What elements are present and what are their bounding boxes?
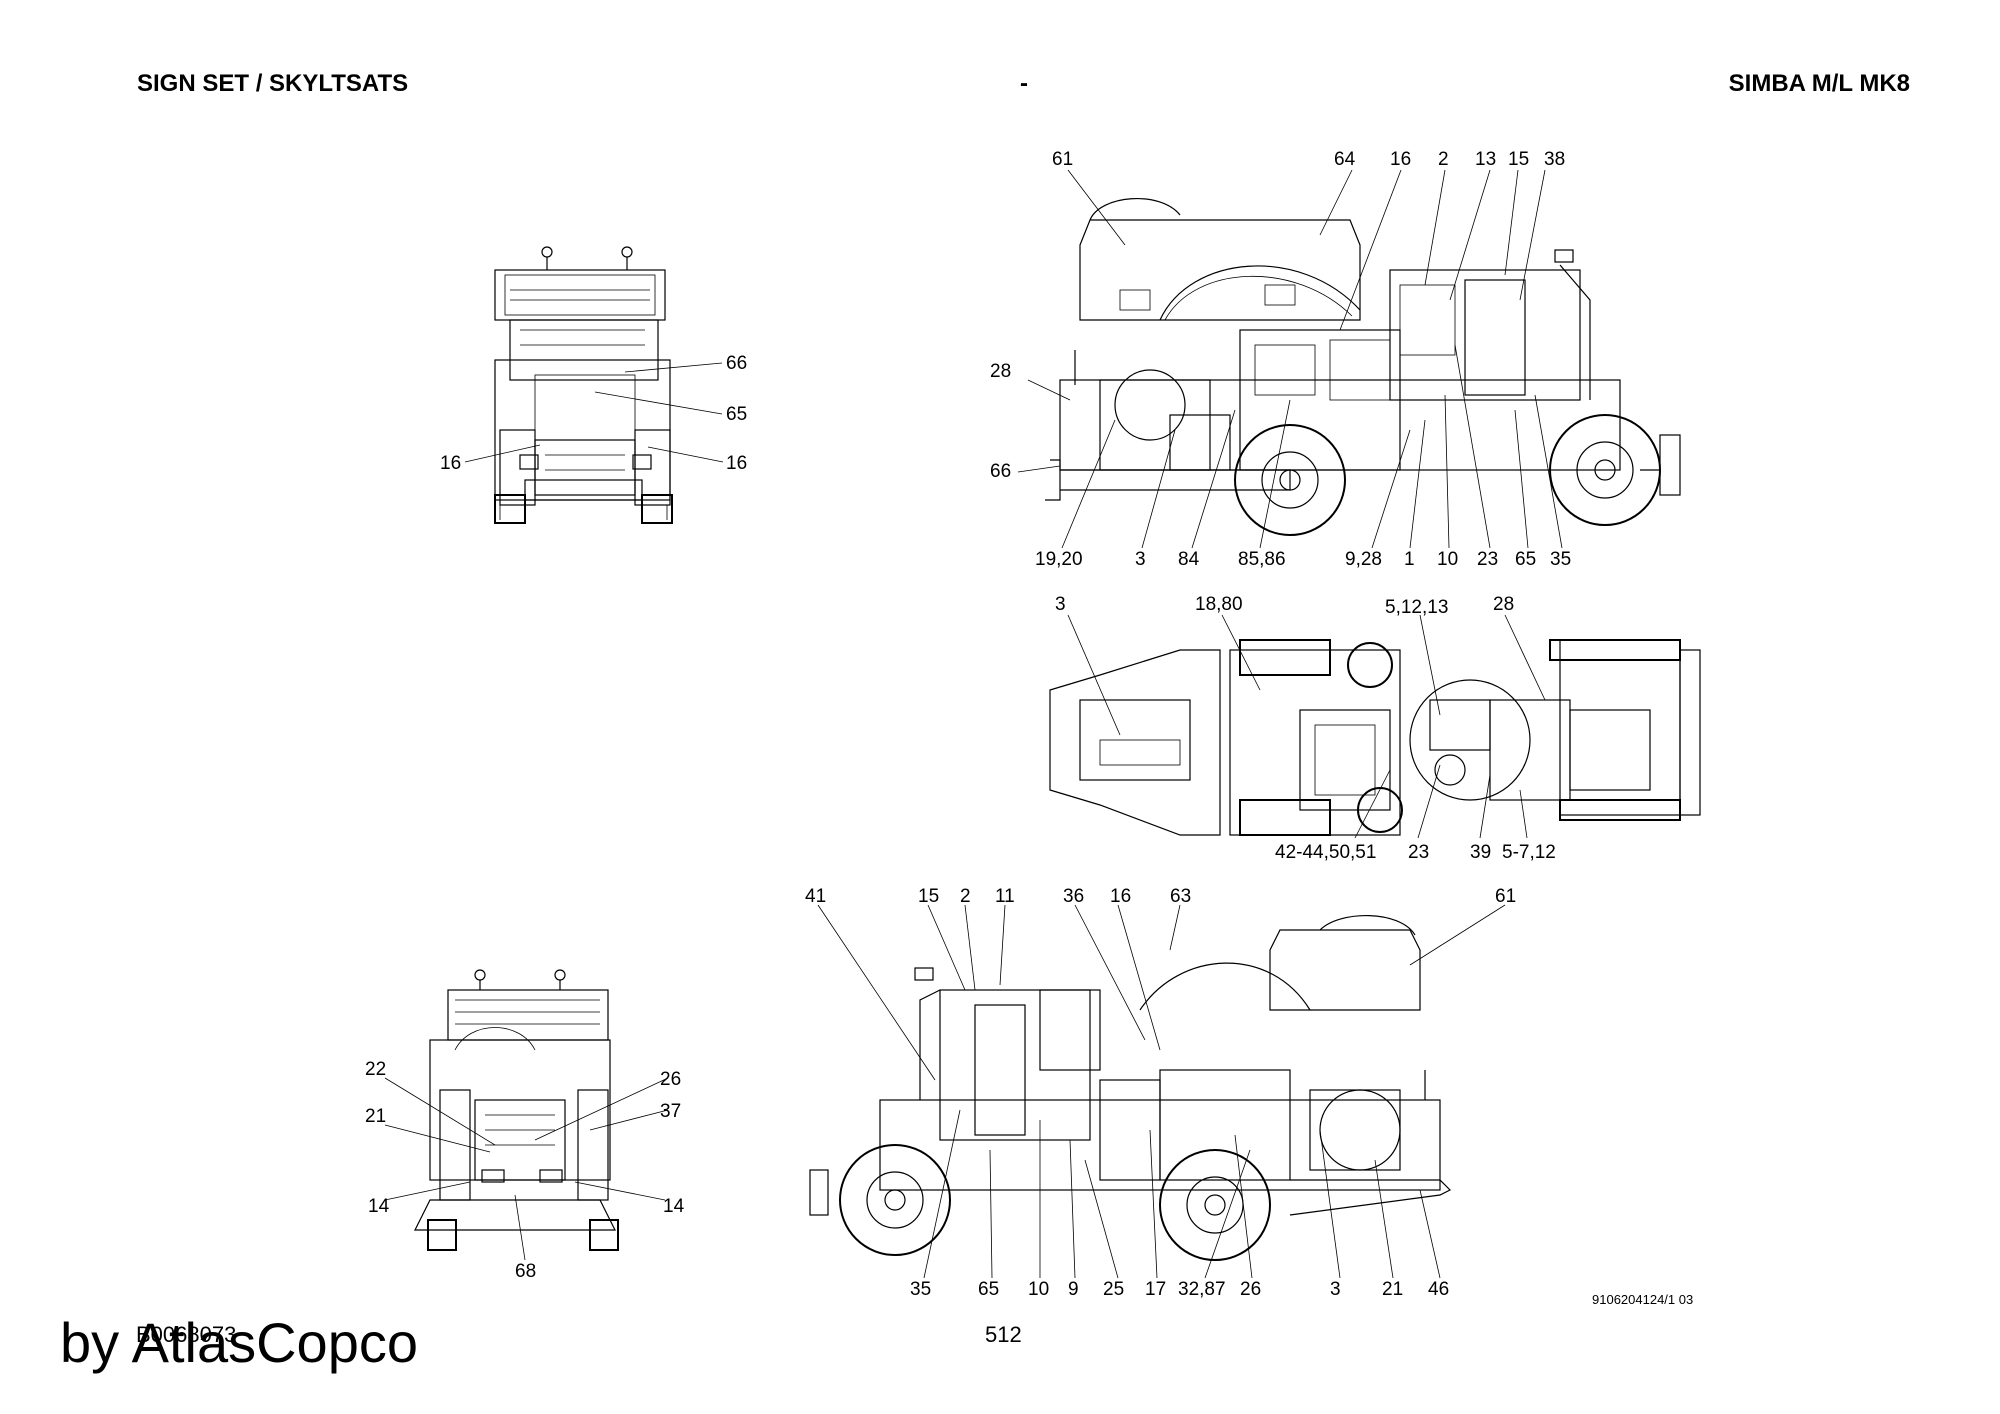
callout-label: 13 [1475,149,1496,170]
callout-label: 65 [978,1279,999,1300]
callout-label: 18,80 [1195,594,1243,615]
callouts-side-top: 61 64 16 2 13 15 38 28 66 19,20 3 84 85,… [990,149,1571,570]
callout-label: 9,28 [1345,549,1382,570]
callout-label: 26 [660,1069,681,1090]
callout-label: 68 [515,1261,536,1282]
callout-label: 64 [1334,149,1356,170]
callouts-front-bottom: 22 26 21 37 14 14 68 [365,1059,685,1282]
callout-label: 46 [1428,1279,1449,1300]
drawing-reference: 9106204124/1 03 [1592,1292,1694,1307]
callout-label: 15 [1508,149,1529,170]
callouts-plan: 3 18,80 5,12,13 28 42-44,50,51 23 39 5-7… [1055,594,1556,863]
callout-label: 2 [960,886,971,907]
callout-label: 41 [805,886,826,907]
callout-label: 16 [726,453,747,474]
callout-label: 32,87 [1178,1279,1226,1300]
page-number: 512 [985,1322,1022,1347]
side-view-top-drawing [1045,197,1681,536]
callout-label: 21 [365,1106,386,1127]
callout-label: 2 [1438,149,1449,170]
callout-label: 5-7,12 [1502,842,1556,863]
callout-label: 23 [1477,549,1498,570]
callout-label: 10 [1028,1279,1049,1300]
callout-label: 36 [1063,886,1084,907]
callouts-rear-top: 66 65 16 16 [440,353,747,474]
callout-label: 61 [1495,886,1516,907]
callout-label: 16 [1110,886,1131,907]
callout-label: 84 [1178,549,1200,570]
document-code: B0068073 [136,1322,237,1347]
callout-label: 28 [1493,594,1514,615]
callout-label: 23 [1408,842,1429,863]
callout-label: 66 [990,461,1011,482]
callout-label: 25 [1103,1279,1124,1300]
callout-label: 16 [1390,149,1411,170]
callout-label: 38 [1544,149,1565,170]
callout-label: 39 [1470,842,1491,863]
callout-label: 3 [1330,1279,1341,1300]
callout-label: 11 [995,886,1015,907]
callout-label: 16 [440,453,461,474]
callouts-side-bottom: 41 15 2 11 36 16 63 61 35 65 10 9 25 17 … [805,886,1516,1300]
callout-label: 65 [1515,549,1536,570]
callout-label: 3 [1135,549,1146,570]
leader-lines [384,169,1563,1279]
watermark-text: by AtlasCopco [60,1311,418,1374]
callout-label: 65 [726,404,747,425]
callout-label: 66 [726,353,747,374]
plan-view-drawing [1049,639,1701,836]
callout-label: 15 [918,886,939,907]
callout-label: 3 [1055,594,1066,615]
header-model: SIMBA M/L MK8 [1728,70,1910,97]
callout-label: 26 [1240,1279,1261,1300]
callout-label: 21 [1382,1279,1403,1300]
callout-label: 61 [1052,149,1073,170]
callout-label: 22 [365,1059,386,1080]
callout-label: 10 [1437,549,1458,570]
callout-label: 5,12,13 [1385,597,1448,618]
side-view-bottom-drawing [809,914,1452,1261]
rear-view-drawing [494,246,673,524]
callout-label: 9 [1068,1279,1079,1300]
callout-label: 19,20 [1035,549,1083,570]
callout-label: 1 [1404,549,1415,570]
header-title-left: SIGN SET / SKYLTSATS [137,70,409,97]
callout-label: 42-44,50,51 [1275,842,1376,863]
callout-label: 37 [660,1101,681,1122]
callout-label: 35 [910,1279,931,1300]
callout-label: 14 [368,1196,390,1217]
header-separator: - [1020,70,1028,97]
callout-label: 17 [1145,1279,1166,1300]
front-view-drawing [414,969,619,1251]
callout-label: 14 [663,1196,685,1217]
callout-label: 85,86 [1238,549,1286,570]
callout-label: 35 [1550,549,1571,570]
callout-label: 28 [990,361,1011,382]
callout-label: 63 [1170,886,1191,907]
